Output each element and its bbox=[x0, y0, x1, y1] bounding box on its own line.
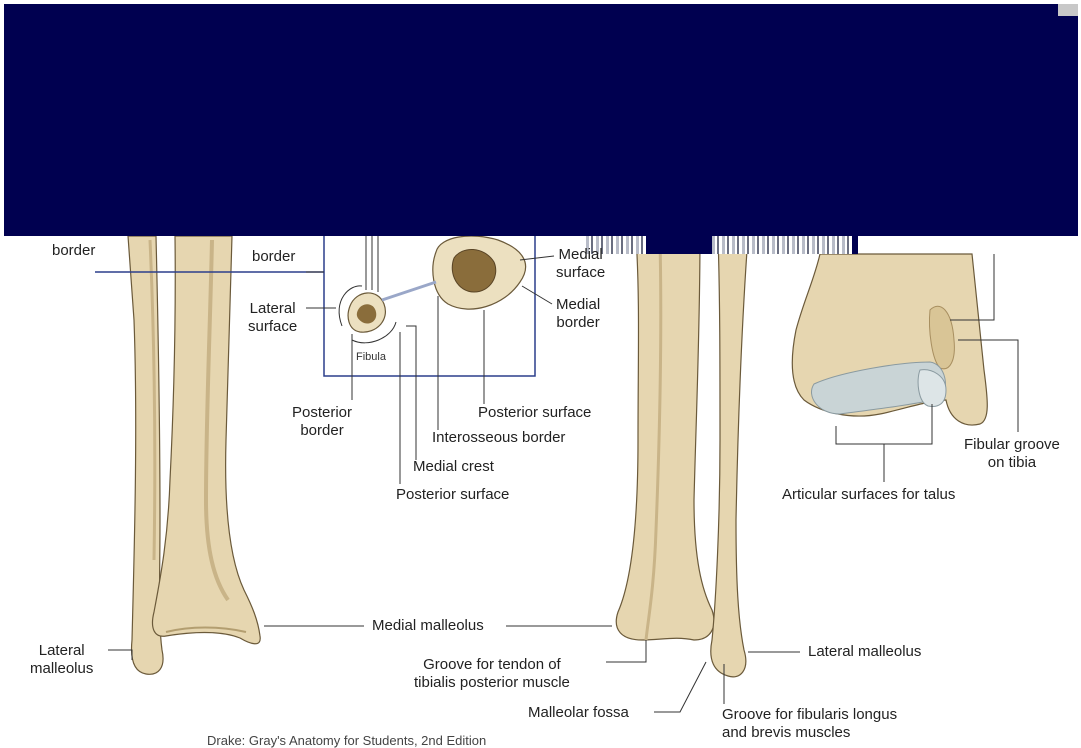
left-tibia bbox=[153, 236, 261, 644]
label-medial-border: Medial border bbox=[556, 296, 600, 332]
fibula-cross-section bbox=[339, 282, 436, 343]
label-medial-malleolus: Medial malleolus bbox=[372, 617, 484, 635]
right-fibula bbox=[711, 236, 748, 677]
label-anterior-border: border bbox=[252, 248, 295, 266]
label-malleolar-fossa: Malleolar fossa bbox=[528, 704, 629, 722]
label-lateral-surface: Lateral surface bbox=[248, 300, 297, 336]
label-medial-surface: Medial surface bbox=[556, 246, 605, 282]
label-articular-surfaces: Articular surfaces for talus bbox=[782, 486, 955, 504]
right-tibia bbox=[616, 236, 714, 640]
label-posterior-surface-fibula: Posterior surface bbox=[396, 486, 509, 504]
label-posterior-border: Posterior border bbox=[292, 404, 352, 440]
label-lateral-malleolus-right: Lateral malleolus bbox=[808, 643, 921, 661]
label-lateral-malleolus-left: Lateral malleolus bbox=[30, 642, 93, 678]
label-groove-fibularis: Groove for fibularis longus and brevis m… bbox=[722, 706, 897, 742]
label-interosseous-border-left: border bbox=[52, 242, 95, 260]
tibia-cross-section bbox=[433, 236, 526, 309]
label-groove-tibialis-posterior: Groove for tendon of tibialis posterior … bbox=[414, 656, 570, 692]
artifact-strip bbox=[712, 236, 852, 254]
corner-artifact bbox=[1058, 4, 1078, 16]
label-medial-crest: Medial crest bbox=[413, 458, 494, 476]
redaction-block bbox=[4, 4, 1078, 236]
credit-line: Drake: Gray's Anatomy for Students, 2nd … bbox=[207, 734, 486, 748]
label-interosseous-border: Interosseous border bbox=[432, 429, 565, 447]
label-fibula: Fibula bbox=[356, 348, 386, 366]
label-posterior-surface-tibia: Posterior surface bbox=[478, 404, 591, 422]
label-fibular-groove: Fibular groove on tibia bbox=[964, 436, 1060, 472]
